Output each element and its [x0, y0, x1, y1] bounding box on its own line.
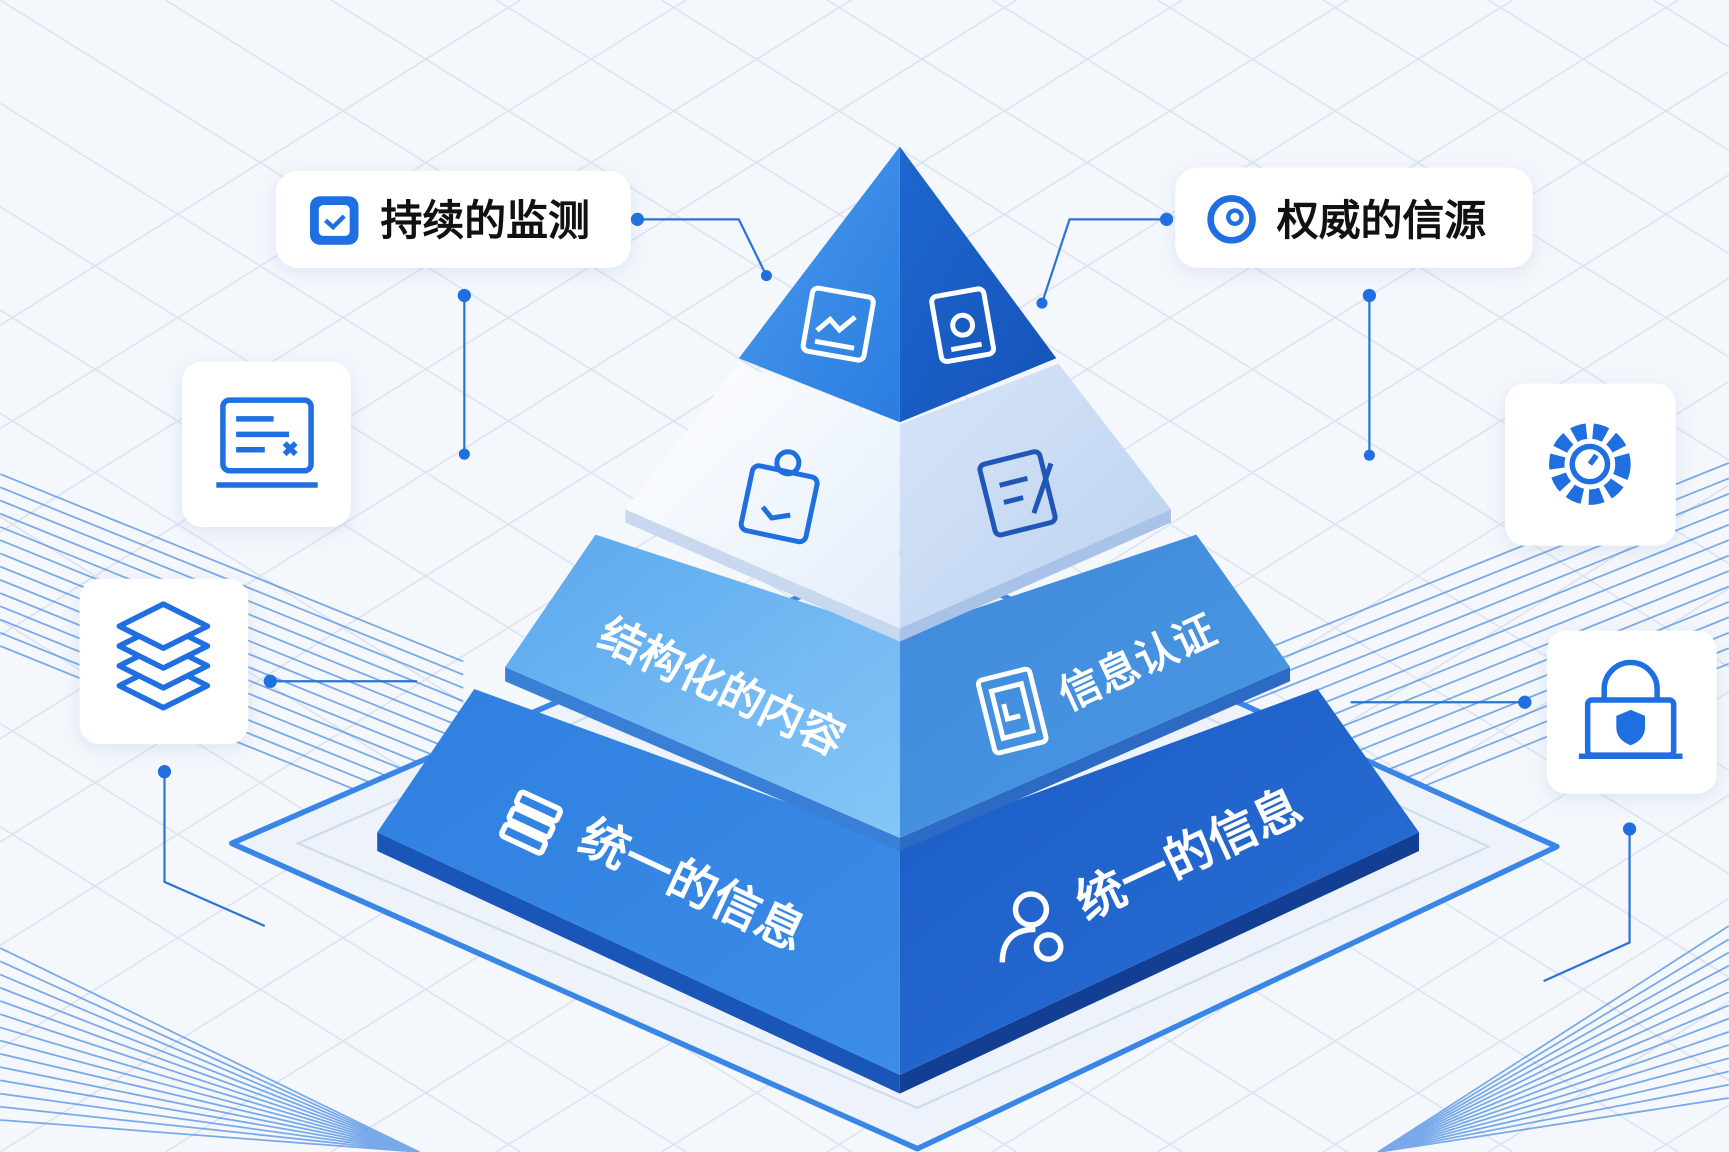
circuit-line: [1377, 1057, 1729, 1152]
circuit-line: [1377, 1044, 1729, 1152]
circuit-line: [1378, 1083, 1729, 1152]
circuit-line: [1378, 1070, 1729, 1152]
pyramid-tier-2: [625, 363, 1171, 642]
lock-shield-icon: [1578, 659, 1683, 759]
chart-image-icon: [800, 285, 876, 363]
source-badge-icon: [1207, 195, 1256, 244]
circuit-line: [1378, 1097, 1729, 1152]
grid-line: [0, 0, 1018, 637]
connector-dots: [157, 212, 1637, 836]
circuit-line: [0, 947, 420, 1152]
pyramid-tier-3: 结构化的内容 信息认证: [505, 534, 1291, 852]
grid-line: [1322, 897, 1729, 1152]
callout-card-top-right: [1175, 167, 1533, 268]
circuit-line: [0, 1119, 420, 1152]
circuit-line: [0, 473, 464, 663]
document-seal-icon: [929, 286, 997, 364]
circuit-line: [1377, 1017, 1729, 1152]
grid-line: [826, 0, 1729, 565]
circuit-line: [1377, 925, 1729, 1152]
circuit-line: [1377, 938, 1729, 1152]
monitor-document-icon: [216, 397, 318, 488]
circuit-line: [0, 1105, 420, 1152]
circuit-line: [0, 1066, 420, 1152]
pyramid-tier-1: [738, 146, 1057, 423]
circuit-line: [0, 960, 420, 1152]
grid-line: [1322, 0, 1729, 255]
circuit-line: [0, 1092, 420, 1152]
circuit-line: [0, 1013, 420, 1152]
circuit-line: [1377, 964, 1729, 1152]
circuit-line: [0, 1000, 420, 1152]
pyramid-tier-4: 统一的信息 统一的信息: [377, 688, 1420, 1094]
callout-card-top-left: [275, 170, 631, 268]
circuit-line: [0, 986, 420, 1152]
circuit-line: [1377, 978, 1729, 1152]
circuit-line: [1377, 1031, 1729, 1152]
circuit-line: [0, 1053, 420, 1152]
grid-line: [1157, 793, 1729, 1152]
circuit-line: [0, 973, 420, 1152]
connector-lines: [163, 218, 1631, 983]
circuit-line: [1377, 951, 1729, 1152]
grid-line: [0, 825, 521, 1152]
stack-icon: [499, 789, 563, 856]
layers-icon: [116, 601, 211, 711]
gear-icon: [1549, 423, 1631, 505]
clipboard-pin-icon: [738, 449, 820, 545]
circuit-line: [0, 1079, 420, 1152]
certificate-icon: [975, 666, 1049, 756]
circuit-line: [1377, 991, 1729, 1152]
user-icon: [999, 891, 1064, 963]
callout-label-continuous-monitoring: 持续的监测: [381, 196, 590, 245]
checklist-icon: [309, 196, 359, 245]
grid-line: [0, 0, 1348, 844]
grid-line: [0, 0, 521, 327]
callout-label-authoritative-source: 权威的信源: [1276, 196, 1486, 245]
circuit-line: [0, 1039, 420, 1152]
edit-document-icon: [977, 449, 1058, 538]
circuit-line: [0, 1026, 420, 1152]
circuit-line: [1377, 1004, 1729, 1152]
grid-line: [0, 722, 687, 1152]
